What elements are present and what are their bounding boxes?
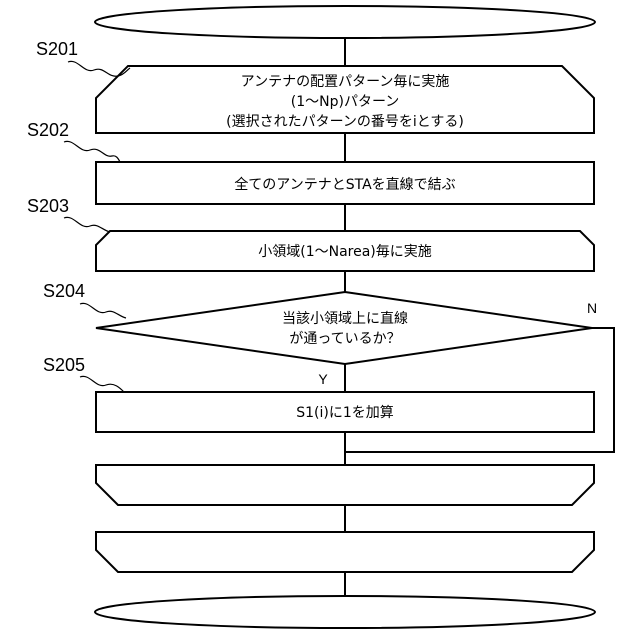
- s205-text: S1(i)に1を加算: [296, 405, 394, 421]
- s203-text: 小領域(1～Narea)毎に実施: [258, 243, 432, 260]
- end-terminator: [95, 596, 595, 628]
- s202-text: 全てのアンテナとSTAを直線で結ぶ: [234, 176, 455, 193]
- no-branch-label: N: [587, 300, 597, 316]
- s201-text-line-3: (選択されたパターンの番号をiとする): [226, 114, 464, 130]
- leader-s203: [64, 217, 110, 232]
- s201-text-line-1: アンテナの配置パターン毎に実施: [241, 74, 450, 90]
- decision-line-passes: [96, 292, 592, 364]
- start-terminator: [95, 6, 595, 38]
- step-label-s204: S204: [43, 281, 85, 301]
- s204-text-line-1: 当該小領域上に直線: [282, 310, 408, 327]
- leader-s202: [64, 141, 120, 162]
- s204-text-line-2: が通っているか？: [289, 331, 400, 347]
- yes-branch-label: Y: [318, 371, 328, 387]
- loop-end-area: [96, 465, 594, 505]
- step-label-s201: S201: [36, 39, 78, 59]
- step-label-s203: S203: [27, 196, 69, 216]
- leader-s204: [80, 303, 126, 318]
- step-label-s202: S202: [27, 120, 69, 140]
- loop-end-pattern: [96, 532, 594, 572]
- leader-s205: [80, 376, 124, 392]
- step-label-s205: S205: [43, 355, 85, 375]
- s201-text-line-2: (1～Np)パターン: [291, 94, 400, 110]
